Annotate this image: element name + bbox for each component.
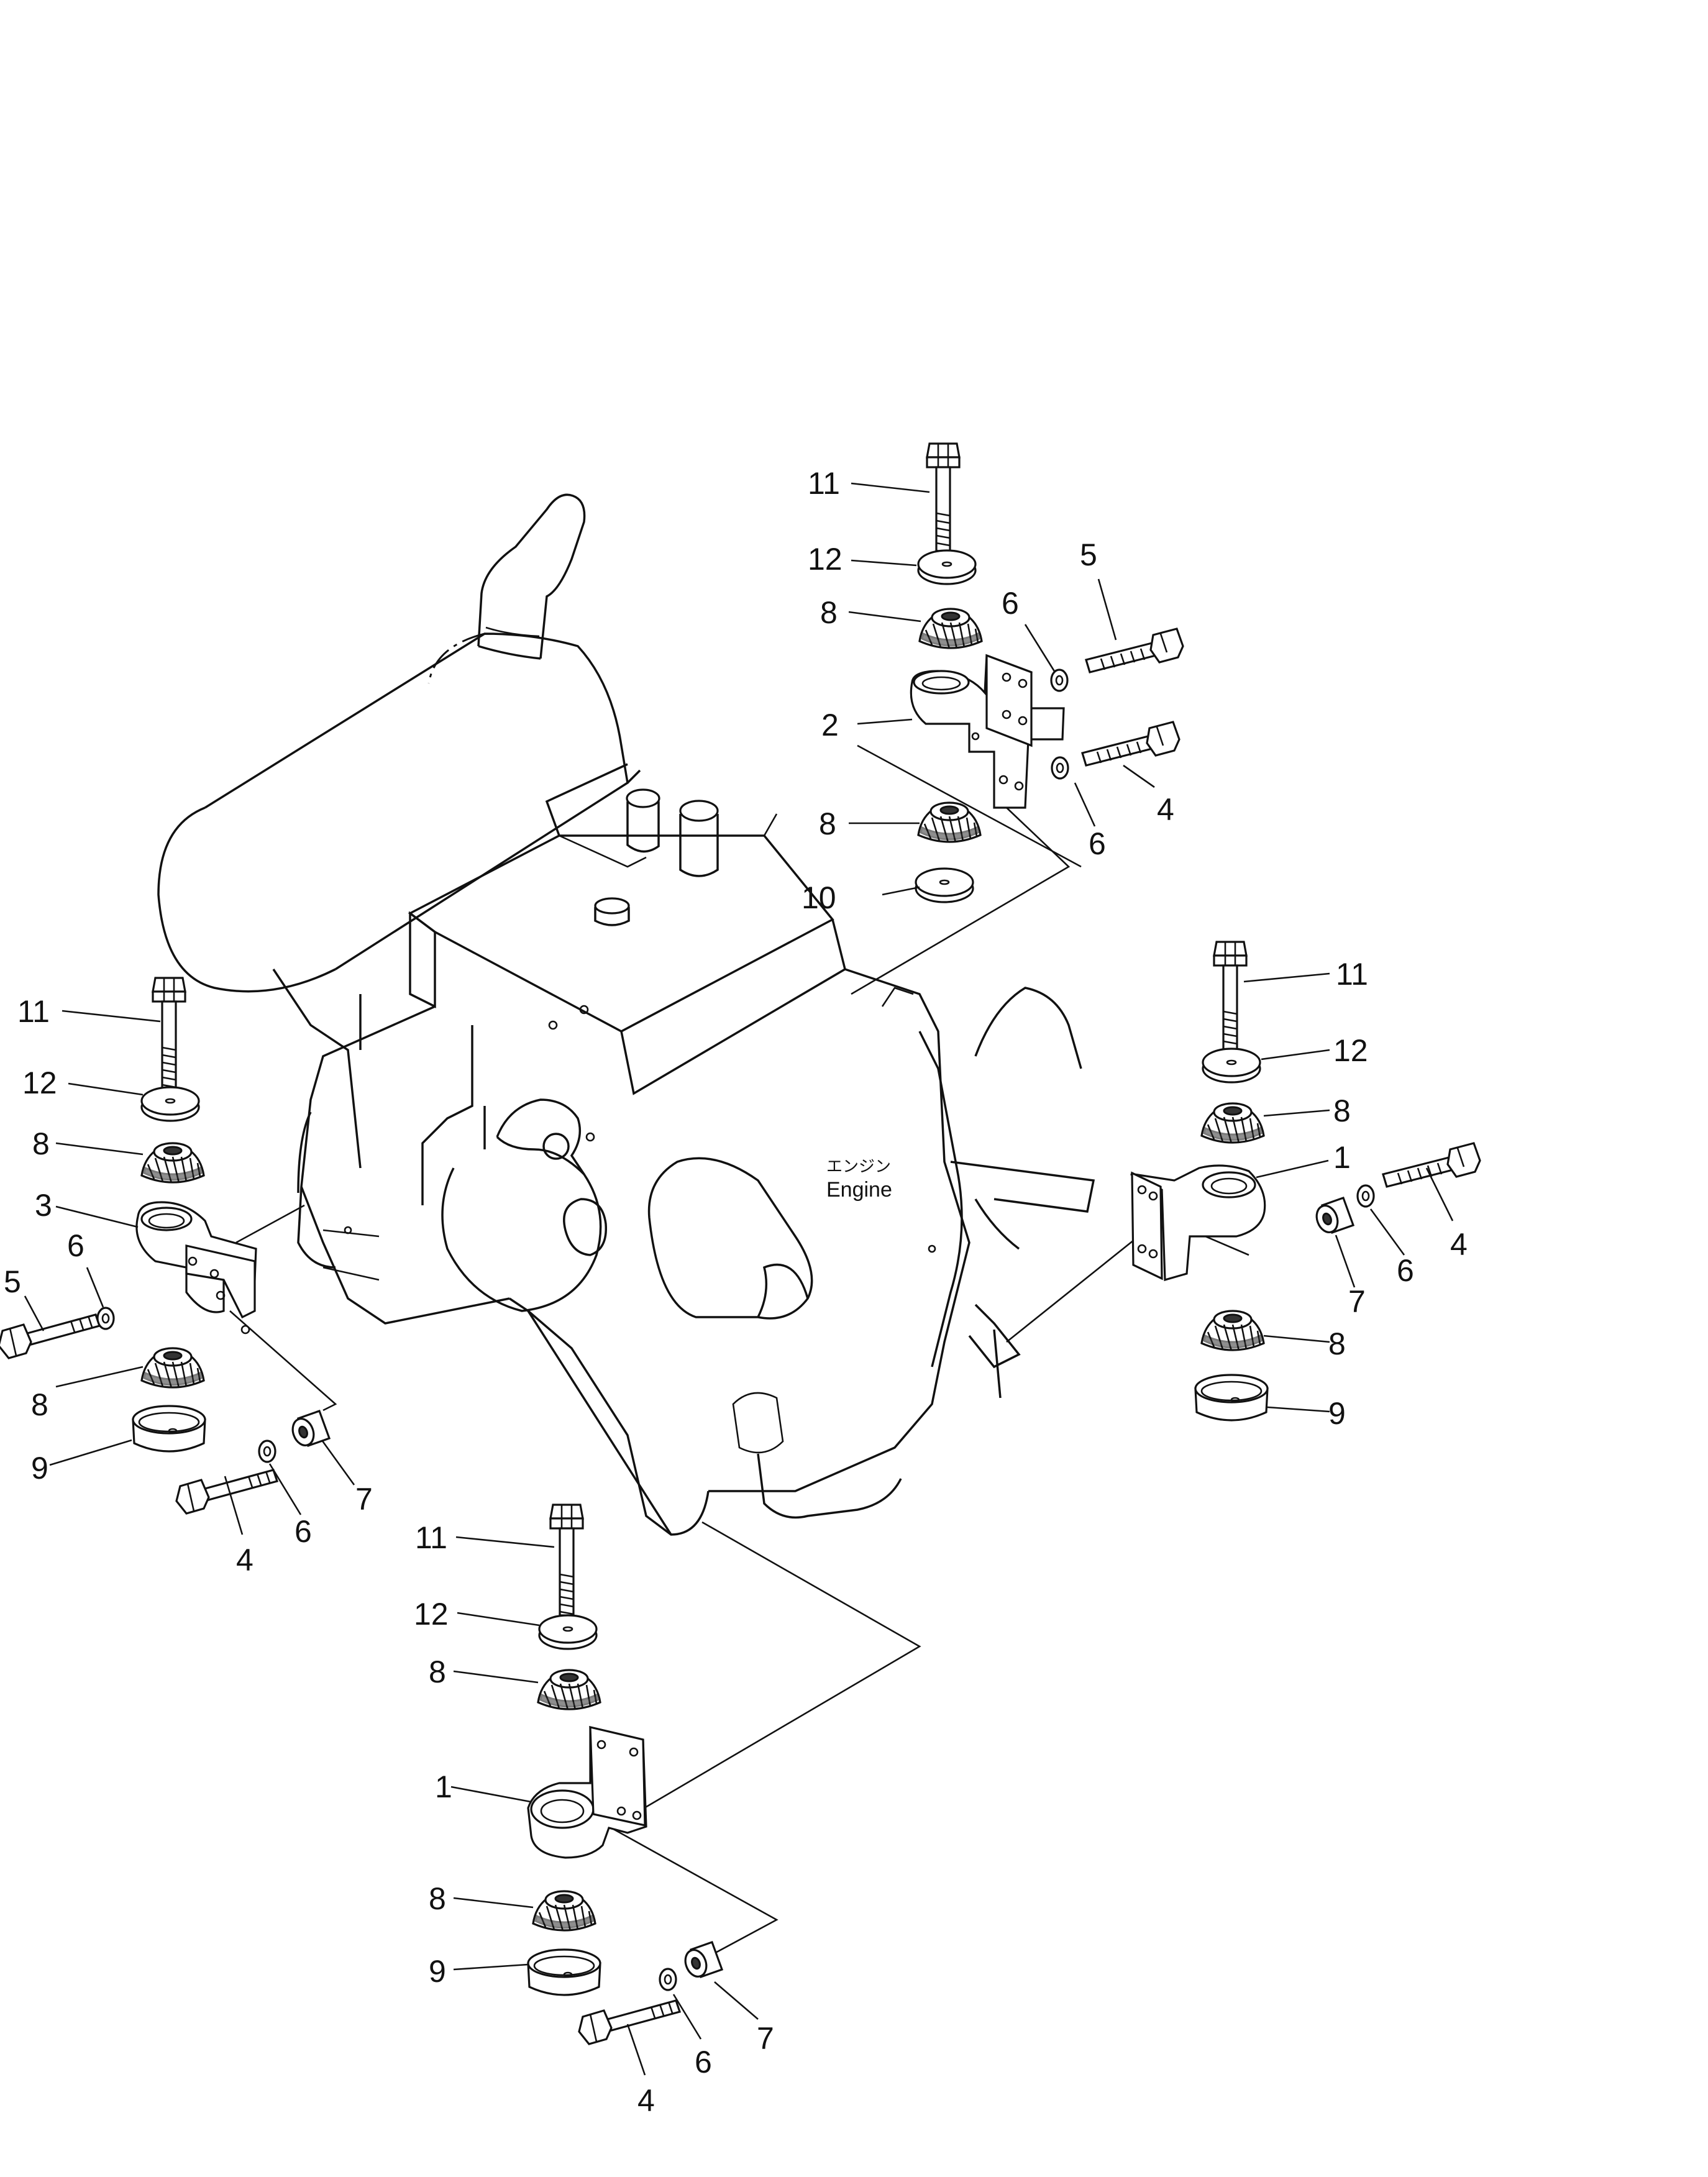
callout-8-bottom-a: 8 [429, 1654, 446, 1689]
callout-1-right: 1 [1333, 1140, 1351, 1175]
callout-9-bottom: 9 [429, 1954, 446, 1989]
callout-4-top: 4 [1157, 792, 1174, 827]
engine-label-en: Engine [826, 1178, 892, 1202]
callout-8-left-b: 8 [31, 1387, 48, 1422]
callout-6-right: 6 [1397, 1253, 1414, 1288]
engine-illustration: エンジン Engine [157, 493, 1095, 1536]
callout-numbers: 11 12 8 6 5 2 4 8 6 10 11 12 8 3 6 5 8 9… [4, 466, 1468, 2118]
callout-11-left: 11 [17, 994, 50, 1029]
callout-4-right: 4 [1450, 1227, 1468, 1262]
callout-6-top-b: 6 [1089, 826, 1106, 861]
callout-12-left: 12 [22, 1066, 57, 1100]
mount-bottom [527, 1504, 723, 2045]
callout-leaders [24, 482, 1454, 2076]
callout-6-bottom: 6 [695, 2045, 712, 2079]
callout-12-top: 12 [808, 542, 843, 577]
mount-top [910, 442, 1184, 903]
callout-8-left-a: 8 [32, 1126, 50, 1161]
callout-4-bottom: 4 [637, 2083, 655, 2118]
callout-8-right-a: 8 [1333, 1093, 1351, 1128]
callout-8-top-b: 8 [819, 806, 836, 841]
callout-11-top: 11 [808, 466, 840, 501]
callout-5-left: 5 [4, 1264, 21, 1299]
callout-10-top: 10 [801, 880, 836, 915]
callout-12-bottom: 12 [414, 1597, 449, 1632]
engine-label-jp: エンジン [826, 1157, 891, 1176]
callout-9-left: 9 [31, 1451, 48, 1486]
callout-6-left-b: 6 [295, 1514, 312, 1549]
callout-1-bottom: 1 [435, 1769, 452, 1804]
assembly-lines [229, 744, 1249, 1965]
callout-7-bottom: 7 [757, 2021, 774, 2056]
callout-6-left-a: 6 [67, 1228, 84, 1263]
callout-8-bottom-b: 8 [429, 1881, 446, 1916]
callout-8-right-b: 8 [1328, 1326, 1346, 1361]
callout-3-left: 3 [35, 1188, 52, 1223]
callout-7-right: 7 [1348, 1284, 1366, 1319]
callout-12-right: 12 [1333, 1033, 1368, 1068]
callout-11-right: 11 [1336, 957, 1368, 992]
callout-4-left: 4 [236, 1543, 253, 1577]
mount-left [0, 977, 331, 1515]
callout-5-top: 5 [1080, 537, 1097, 572]
callout-8-top-a: 8 [820, 595, 838, 630]
callout-11-bottom: 11 [415, 1520, 447, 1555]
callout-9-right: 9 [1328, 1396, 1346, 1431]
callout-2-top: 2 [821, 708, 839, 742]
callout-6-top-a: 6 [1002, 586, 1019, 621]
mount-right [1130, 941, 1481, 1422]
callout-7-left: 7 [355, 1482, 373, 1517]
